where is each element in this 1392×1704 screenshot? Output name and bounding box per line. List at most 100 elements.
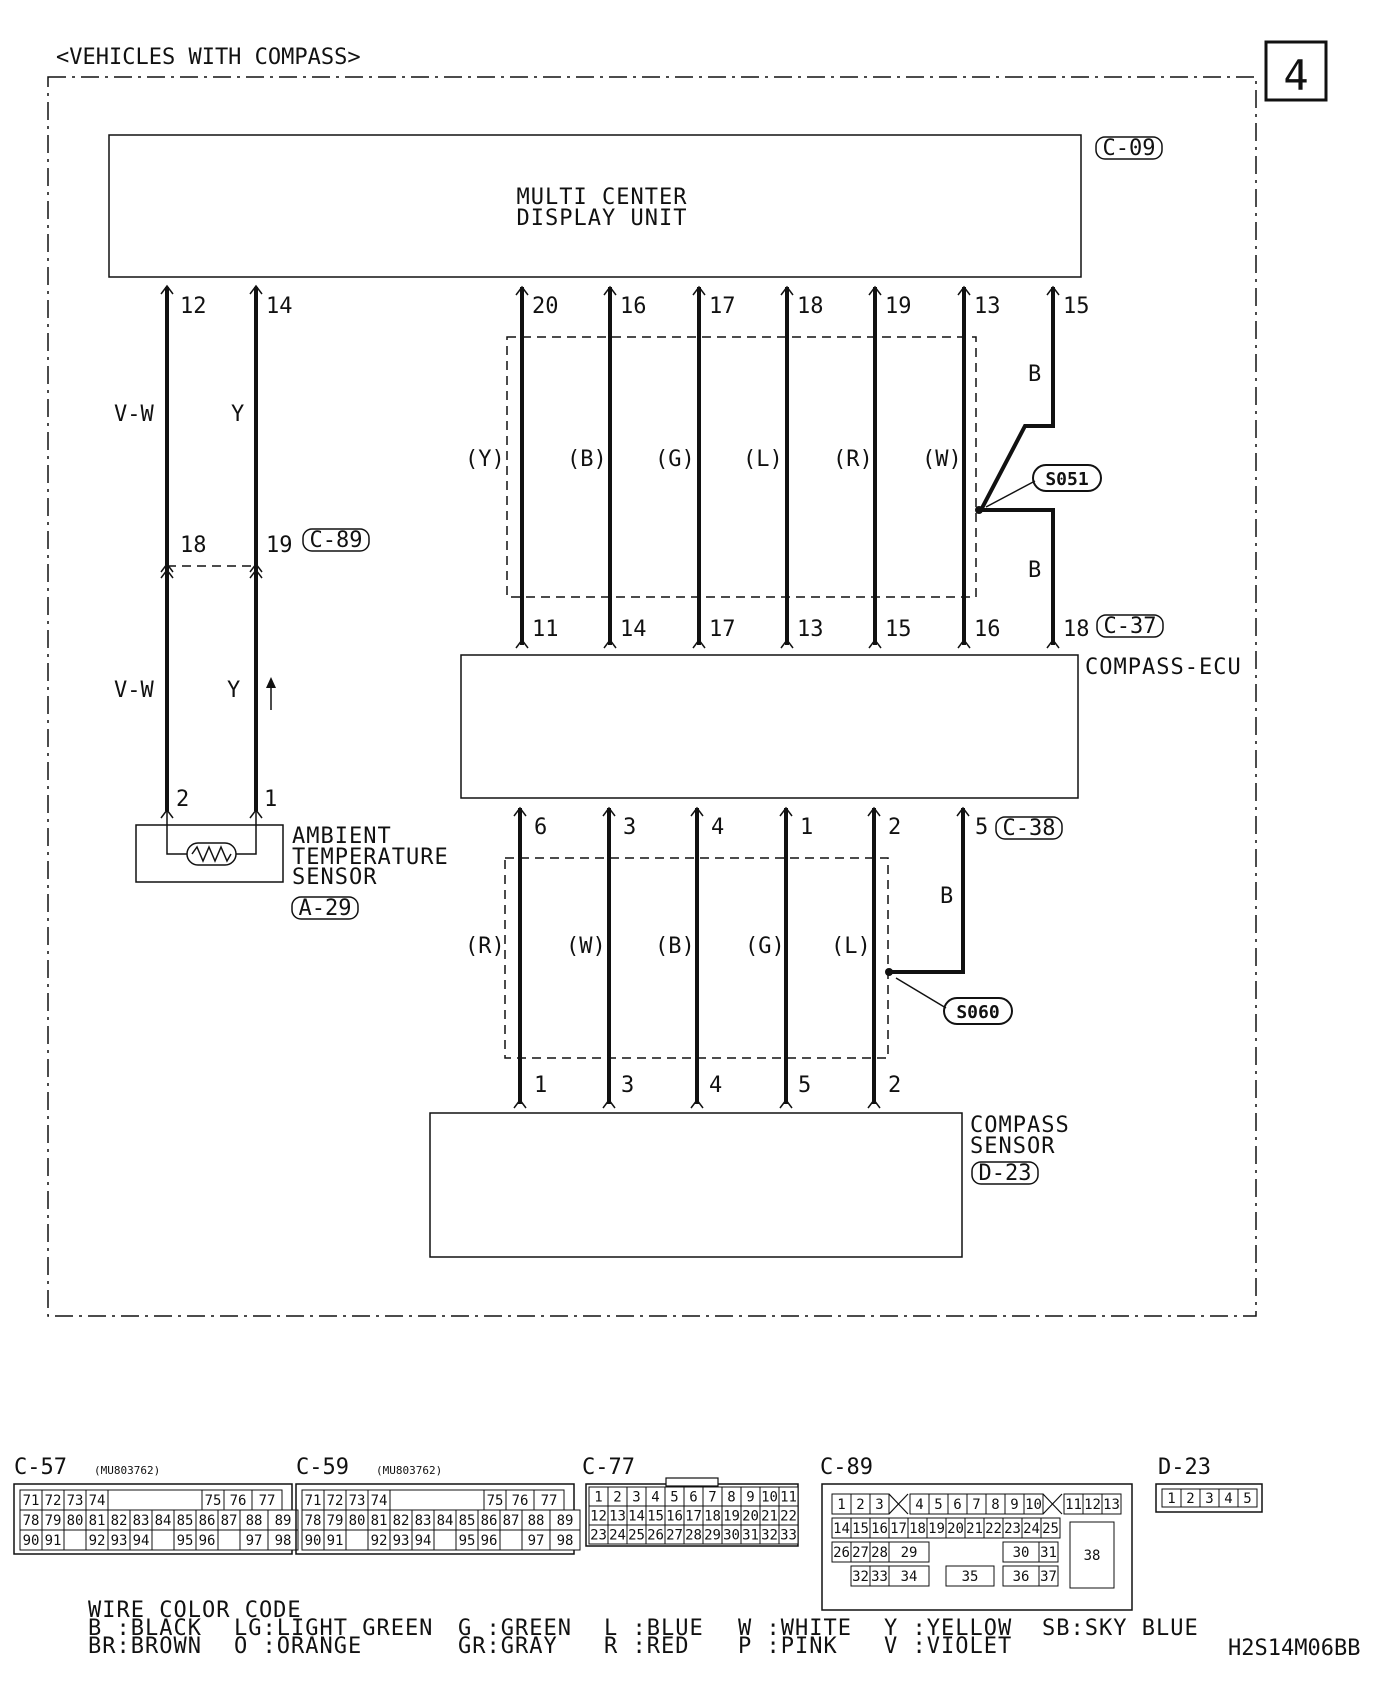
c89-pin-label: 24 (1023, 1521, 1040, 1537)
splice-s051-badge (1032, 464, 1102, 492)
ambient-lower-color-v-w: V-W (114, 678, 154, 703)
c89-cavity (945, 1565, 995, 1587)
upper-wire-color: (R) (833, 447, 873, 472)
c59-pin-label: 88 (528, 1513, 545, 1529)
diagram-boundary (47, 76, 1257, 1317)
upper-mcdu-pin: 19 (885, 294, 912, 319)
c57-pin-label: 96 (199, 1533, 216, 1549)
c59-pin-label: 95 (459, 1533, 476, 1549)
connector-d23-badge (971, 1161, 1039, 1185)
c59-cavity (345, 1529, 369, 1551)
upper-wire-color: (G) (655, 447, 695, 472)
ambient-upper-color-v-w: V-W (114, 402, 154, 427)
c77-pin-label: 8 (727, 1490, 735, 1506)
c77-pin-label: 21 (761, 1509, 778, 1525)
c57-pin-label: 71 (23, 1493, 40, 1509)
lower-wires (518, 808, 965, 1104)
c77-pin-label: 28 (685, 1528, 702, 1544)
c57-pin-label: 72 (45, 1493, 62, 1509)
c57-pin-label: 89 (275, 1513, 292, 1529)
c89-pin-label: 21 (966, 1521, 983, 1537)
c57-pin-label: 93 (111, 1533, 128, 1549)
compass-ecu (460, 654, 1079, 799)
c59-pin-label: 74 (371, 1493, 388, 1509)
c57-pin-label: 81 (89, 1513, 106, 1529)
c77-pin-label: 18 (704, 1509, 721, 1525)
c77-pin-label: 9 (746, 1490, 754, 1506)
c57-pin-label: 80 (67, 1513, 84, 1529)
legend-title: WIRE COLOR CODE (88, 1598, 302, 1623)
upper-ecu-pin: 16 (974, 617, 1001, 642)
c57-cavity (107, 1489, 203, 1511)
c57-pin-label: 73 (67, 1493, 84, 1509)
legend-entry: B :BLACK (88, 1616, 202, 1641)
lower-terminal-marks (513, 806, 970, 1109)
c77-pin-label: 14 (628, 1509, 645, 1525)
c77-pin-label: 24 (609, 1528, 626, 1544)
c77-pin-label: 12 (590, 1509, 607, 1525)
c59-cavity (389, 1489, 485, 1511)
c57-pin-label: 91 (45, 1533, 62, 1549)
c89-pin-label: 16 (871, 1521, 888, 1537)
upper-wire-color: (B) (567, 447, 607, 472)
c59-pin-label: 72 (327, 1493, 344, 1509)
page-number: 4 (1283, 51, 1308, 100)
d23-view-label: D-23 (1158, 1455, 1211, 1480)
c59-cavity (433, 1529, 457, 1551)
ambient-mcdu-pin-v-w: 12 (180, 294, 207, 319)
c77-pin-label: 1 (594, 1490, 602, 1506)
c57-pin-label: 94 (133, 1533, 150, 1549)
c57-cavity (217, 1529, 241, 1551)
c57-pin-label: 88 (246, 1513, 263, 1529)
c59-view-label: C-59 (296, 1455, 349, 1480)
lower-ecu-pin: 5 (975, 815, 988, 840)
c89-pin-label: 3 (875, 1497, 883, 1513)
connector-c37-badge (1096, 614, 1164, 638)
compass-sensor (429, 1112, 963, 1258)
c59-pin-label: 75 (487, 1493, 504, 1509)
upper-ground-color-bottom: B (1028, 558, 1041, 583)
c57-pin-label: 79 (45, 1513, 62, 1529)
c89-pin-label: 17 (890, 1521, 907, 1537)
c77-pin-label: 4 (651, 1490, 659, 1506)
upper-wire-color: (L) (743, 447, 783, 472)
c57-pin-label: 92 (89, 1533, 106, 1549)
c59-pin-label: 87 (503, 1513, 520, 1529)
lower-wire-color: (L) (831, 934, 871, 959)
c89-pin-label: 15 (852, 1521, 869, 1537)
upper-shield-dashed (506, 336, 977, 598)
connector-c38-label: C-38 (1003, 816, 1056, 841)
c89-cavity (888, 1565, 930, 1587)
upper-mcdu-pin: 18 (797, 294, 824, 319)
ambient-label-line3: SENSOR (292, 865, 377, 890)
c59-pin-label: 73 (349, 1493, 366, 1509)
c89-pin-label: 19 (928, 1521, 945, 1537)
c89-pin-label: 6 (953, 1497, 961, 1513)
lower-shield-dashed (504, 857, 889, 1059)
c57-pin-label: 86 (199, 1513, 216, 1529)
c77-pin-label: 33 (780, 1528, 797, 1544)
ambient-joint-pin-y: 19 (266, 533, 293, 558)
connector-a29-label: A-29 (299, 896, 352, 921)
upper-ecu-pin: 11 (532, 617, 559, 642)
c89-pin-label: 11 (1065, 1497, 1082, 1513)
ambient-label-line2: TEMPERATURE (292, 845, 449, 870)
lower-wire-color: (R) (465, 934, 505, 959)
c89-pin-label: 8 (991, 1497, 999, 1513)
lower-ground-color: B (940, 884, 953, 909)
c89-cavity (1101, 1493, 1122, 1515)
upper-ground-color-top: B (1028, 362, 1041, 387)
upper-wires (520, 287, 1055, 645)
c89-view-label: C-89 (820, 1455, 873, 1480)
splice-s060-label: S060 (956, 1002, 999, 1023)
c89-pin-label: 1 (837, 1497, 845, 1513)
upper-mcdu-pin: 17 (709, 294, 736, 319)
c89-pin-label: 14 (833, 1521, 850, 1537)
c59-part-number: (MU803762) (376, 1464, 442, 1477)
signal-direction-arrow-icon (266, 677, 276, 710)
c59-pin-label: 90 (305, 1533, 322, 1549)
